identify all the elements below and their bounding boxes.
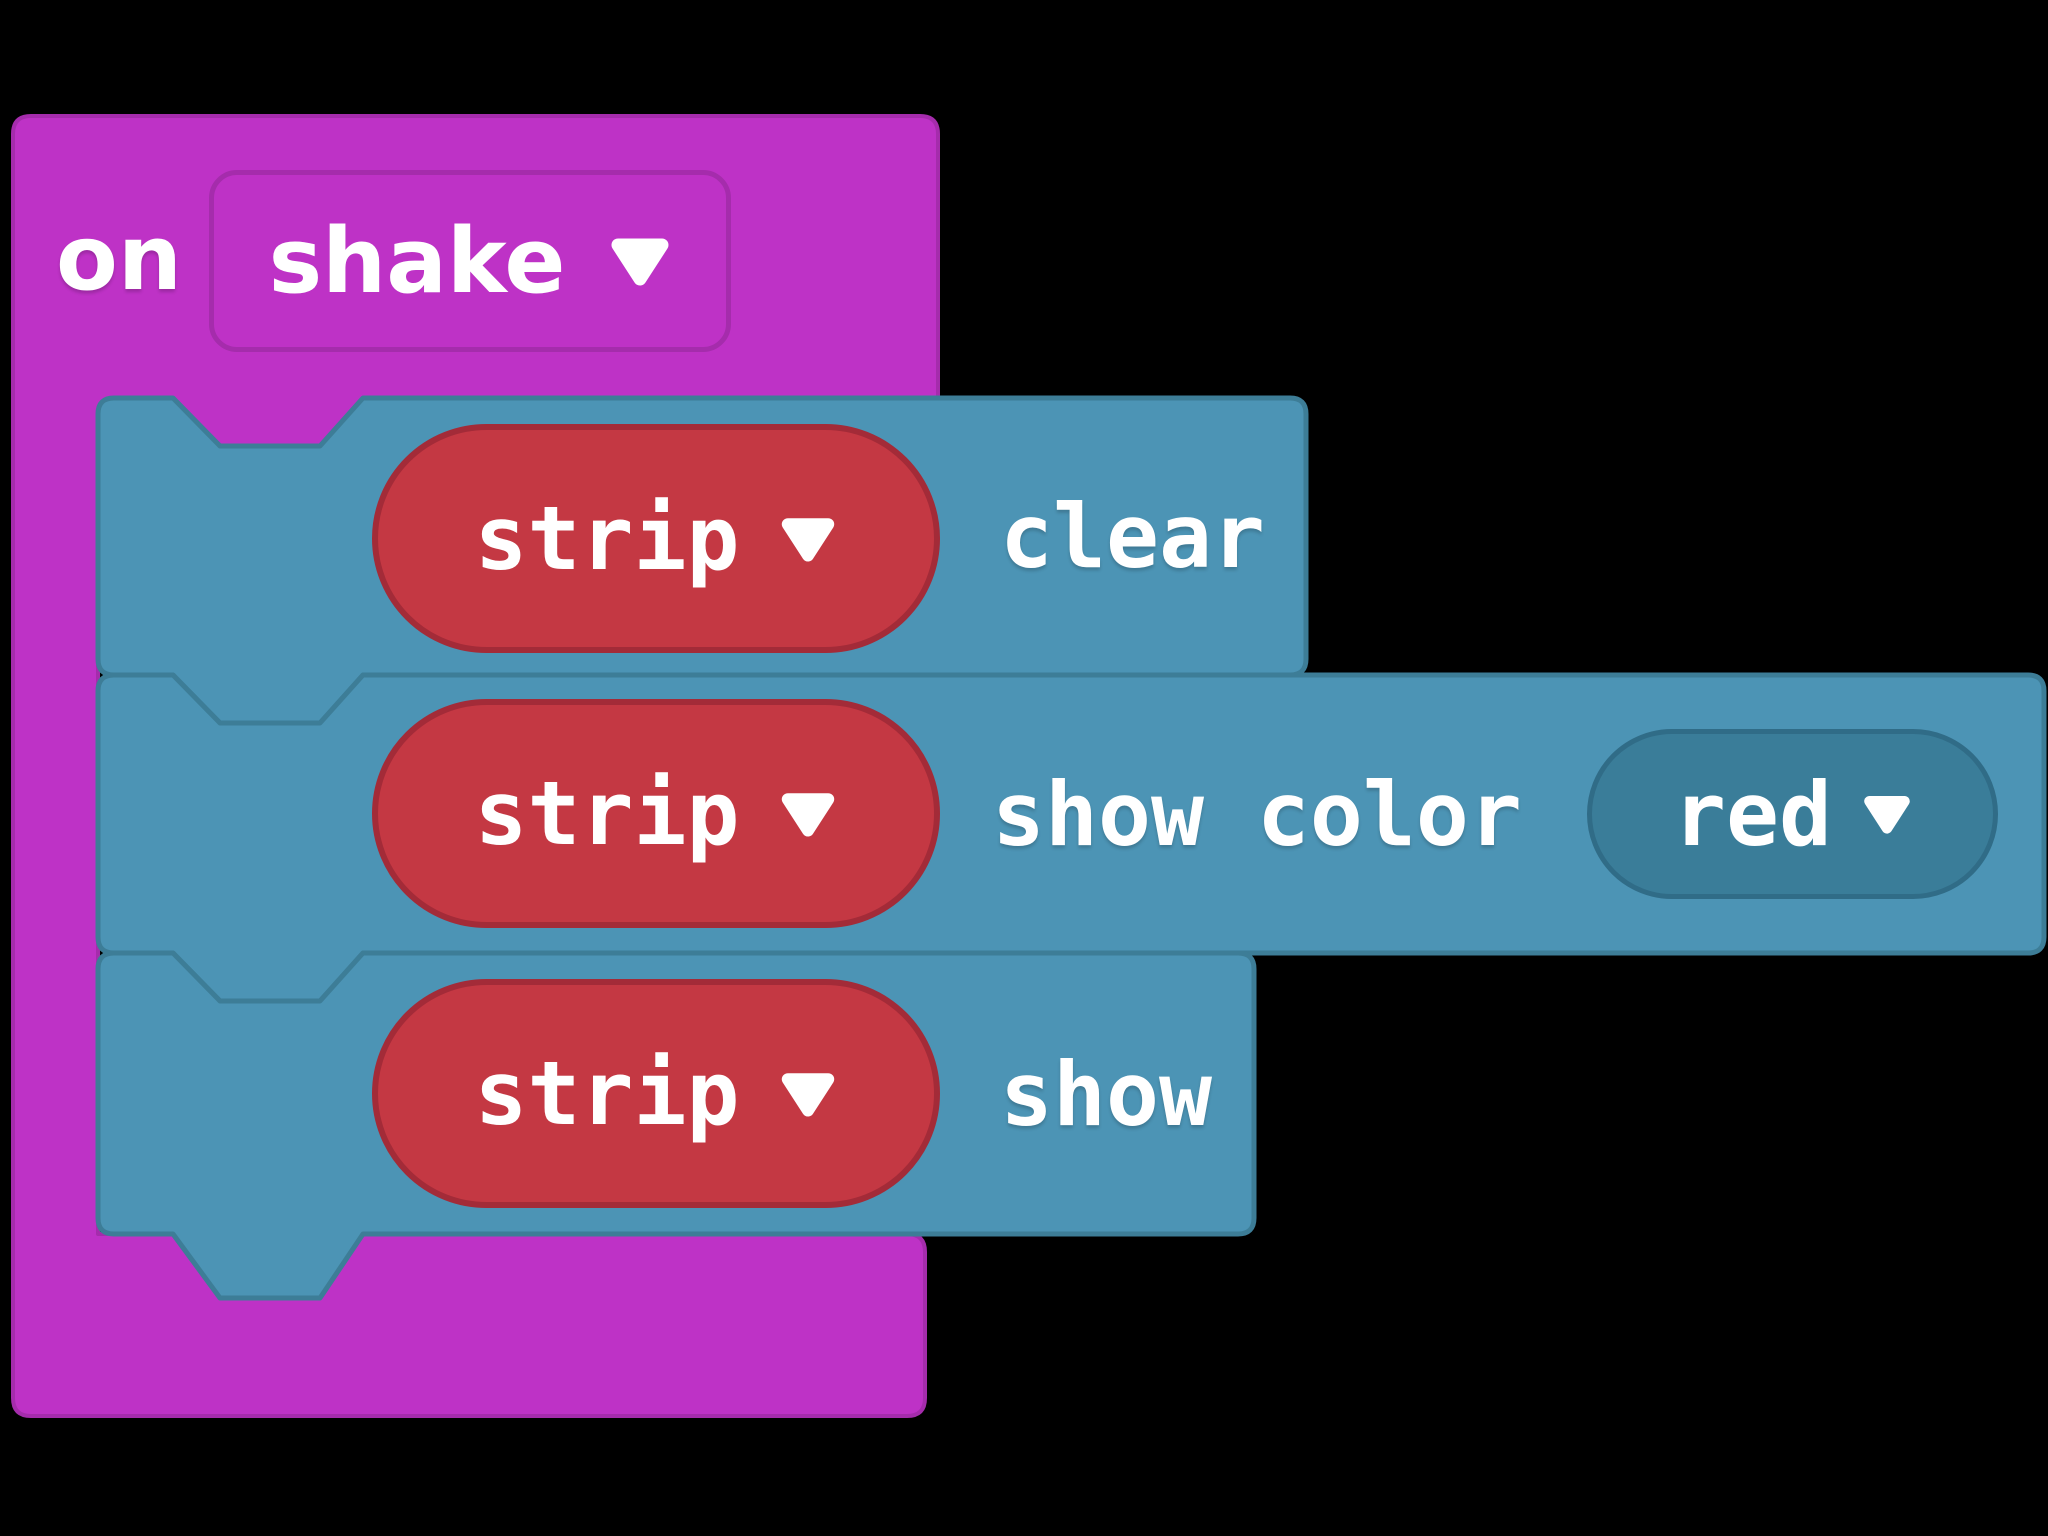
strip-dropdown[interactable]: strip	[372, 699, 940, 928]
color-dropdown[interactable]: red	[1587, 729, 1998, 899]
strip-dropdown-value: strip	[474, 1042, 740, 1145]
clear-label: clear	[1000, 484, 1265, 588]
chevron-down-icon	[611, 238, 669, 286]
strip-dropdown[interactable]: strip	[372, 979, 940, 1208]
on-label: on	[56, 205, 182, 311]
event-dropdown[interactable]: shake	[209, 170, 731, 352]
strip-dropdown[interactable]: strip	[372, 424, 940, 653]
show-label: show	[1000, 1042, 1212, 1146]
chevron-down-icon	[782, 517, 835, 562]
color-dropdown-value: red	[1673, 762, 1832, 866]
strip-dropdown-value: strip	[474, 487, 740, 590]
chevron-down-icon	[782, 1072, 835, 1117]
show-color-label: show color	[992, 762, 1522, 866]
event-dropdown-value: shake	[268, 208, 566, 314]
chevron-down-icon	[1864, 796, 1910, 834]
strip-dropdown-value: strip	[474, 762, 740, 865]
chevron-down-icon	[782, 792, 835, 837]
